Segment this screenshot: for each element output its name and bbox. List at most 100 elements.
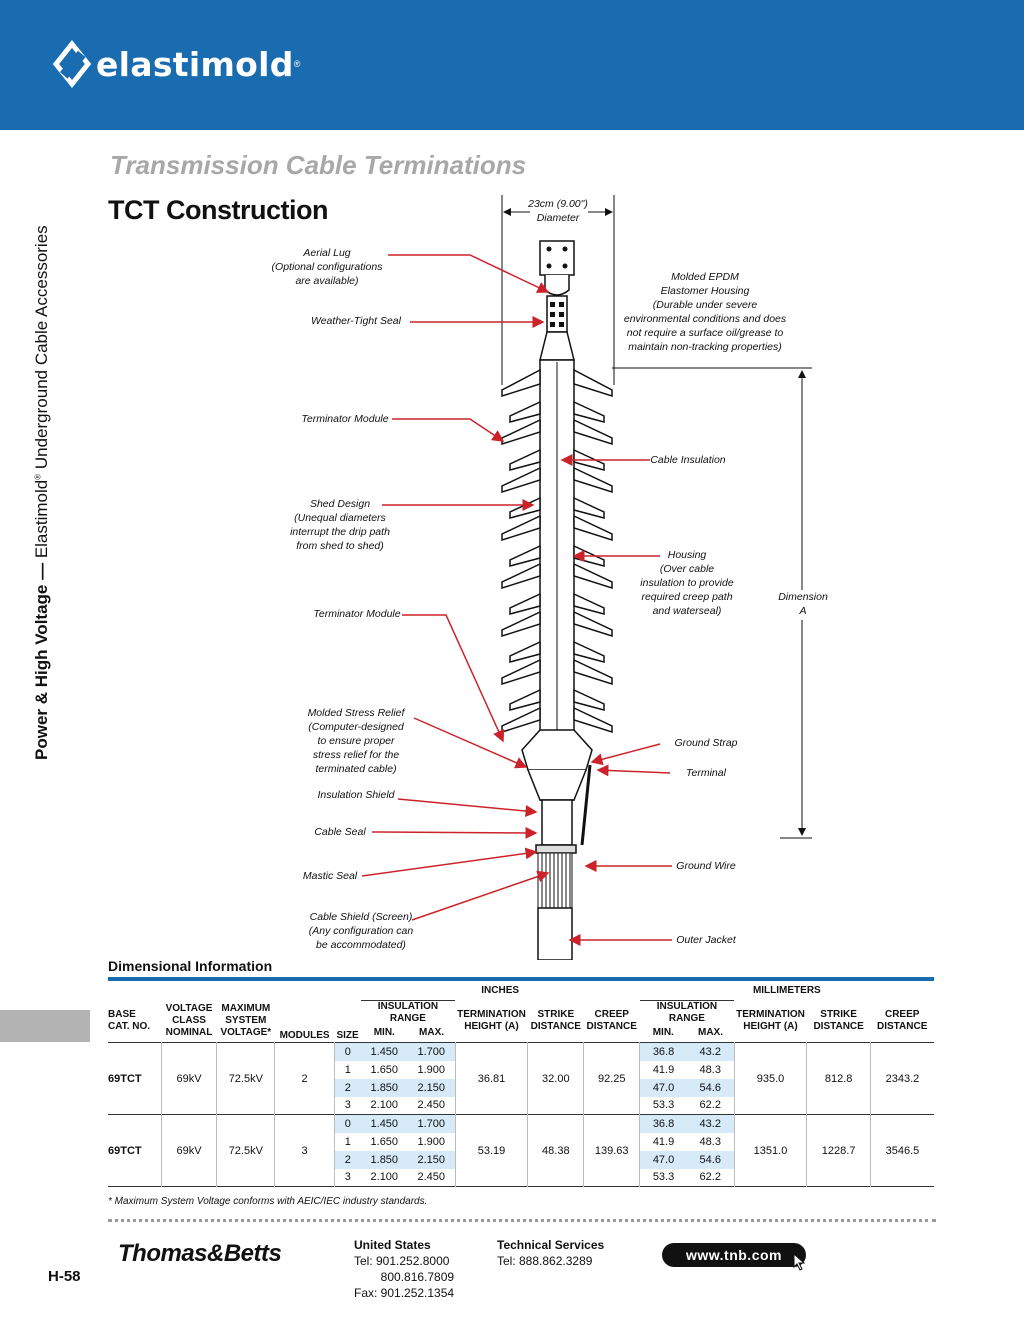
brand-reg: ®	[293, 59, 301, 69]
housing-line-2: (Over cable	[659, 563, 715, 575]
housing-epdm-line-4: environmental conditions and does	[623, 313, 787, 325]
stress-relief-line-4: stress relief for the	[312, 749, 400, 761]
tech-contact-title: Technical Services	[497, 1238, 605, 1252]
diameter-value: 23cm (9.00")	[528, 198, 588, 210]
page-number: H-58	[48, 1268, 81, 1285]
housing-epdm-line-3: (Durable under severe	[652, 299, 758, 311]
table-title: Dimensional Information	[108, 958, 273, 974]
cell-size: 3	[344, 1171, 351, 1184]
cell-mm-max: 48.3	[686, 1132, 735, 1151]
us-fax: Fax: 901.252.1354	[354, 1286, 455, 1300]
cell-mm-min: 36.8	[639, 1114, 687, 1133]
diameter-label: 23cm (9.00") Diameter	[508, 197, 608, 225]
header-min-in: MIN.	[373, 1027, 395, 1039]
cable-shield-line-3: be accommodated)	[316, 939, 406, 951]
label-mastic-seal: Mastic Seal	[302, 870, 358, 882]
cell-size: 0	[334, 1114, 361, 1133]
cell-in-min: 1.850	[360, 1078, 408, 1097]
dimension-line-2: A	[799, 605, 807, 617]
cell-mm-max: 43.2	[686, 1042, 735, 1061]
label-cable-seal: Cable Seal	[314, 826, 366, 838]
shed-stack	[501, 368, 613, 734]
label-weather-seal: Weather-Tight Seal	[311, 315, 401, 327]
us-contact-title: United States	[354, 1238, 431, 1252]
cell-in-min: 1.650	[370, 1135, 399, 1148]
cell-in-max: 1.700	[407, 1114, 456, 1133]
cell-in-max: 2.150	[407, 1150, 456, 1169]
cell-max-voltage: 72.5kV	[216, 1042, 276, 1115]
label-stress-relief: Molded Stress Relief (Computer-designed …	[296, 706, 416, 776]
cell-mm-min: 47.0	[639, 1150, 687, 1169]
aerial-lug-line-1: Aerial Lug	[303, 247, 351, 259]
shed-design-line-2: (Unequal diameters	[294, 512, 386, 524]
cell-in-max: 2.150	[407, 1078, 456, 1097]
cell-voltage: 69kV	[161, 1042, 218, 1115]
header-min-mm: MIN.	[652, 1027, 674, 1039]
cursor-icon	[793, 1253, 806, 1271]
shed-design-line-4: from shed to shed)	[296, 540, 384, 552]
label-insulation-shield: Insulation Shield	[317, 789, 395, 801]
cell-size: 2	[334, 1150, 361, 1169]
cell-cat: 69TCT	[108, 1042, 162, 1115]
section-title: Transmission Cable Terminations	[110, 150, 527, 180]
us-tel-2: 800.816.7809	[354, 1270, 455, 1284]
table-row: 69TCT 69kV 72.5kV 2 0 1.450 1.700 36.81 …	[108, 1042, 934, 1115]
cell-in-min: 1.450	[360, 1114, 408, 1133]
cell-size: 3	[344, 1099, 351, 1112]
housing-epdm-line-2: Elastomer Housing	[660, 285, 750, 297]
cell-in-min: 1.450	[360, 1042, 408, 1061]
cell-max-voltage: 72.5kV	[216, 1114, 276, 1187]
cell-in-min: 1.650	[370, 1063, 399, 1076]
label-terminal: Terminal	[686, 767, 726, 779]
label-shed-design: Shed Design (Unequal diameters interrupt…	[280, 497, 400, 553]
housing-line-4: required creep path	[641, 591, 733, 603]
brand-name: elastimold	[96, 44, 294, 84]
cell-size: 1	[344, 1063, 351, 1076]
cell-in-term: 53.19	[455, 1114, 529, 1187]
cell-in-max: 2.450	[407, 1096, 456, 1115]
cell-mm-creep: 3546.5	[885, 1144, 920, 1157]
cell-in-term: 36.81	[455, 1042, 529, 1115]
label-dimension-a: Dimension A	[772, 590, 834, 618]
us-tel: Tel: 901.252.8000	[354, 1254, 450, 1268]
cell-in-min: 1.850	[360, 1150, 408, 1169]
stress-relief-line-5: terminated cable)	[315, 763, 397, 775]
website-link[interactable]: www.tnb.com	[662, 1243, 806, 1267]
cell-mm-max: 62.2	[686, 1168, 735, 1187]
cell-mm-term: 1351.0	[734, 1114, 808, 1187]
cell-in-max: 1.900	[407, 1060, 456, 1079]
cell-in-strike: 48.38	[527, 1114, 585, 1187]
termination-drawing	[361, 195, 812, 961]
cell-mm-strike: 812.8	[806, 1042, 871, 1115]
cell-mm-min: 36.8	[639, 1042, 687, 1061]
cell-mm-min: 41.9	[652, 1063, 675, 1076]
header-max-mm: MAX.	[698, 1027, 723, 1039]
cell-in-min: 2.100	[370, 1099, 399, 1112]
housing-line-5: and waterseal)	[652, 605, 722, 617]
header-ins-range-in: INSULATION RANGE	[360, 999, 456, 1025]
elastimold-logo[interactable]: elastimold®	[52, 40, 300, 88]
tct-construction-diagram: 23cm (9.00") Diameter Aerial Lug (Option…	[0, 190, 1024, 961]
table-row: 1 1.650 1.900 41.9 48.3	[108, 1132, 934, 1151]
cell-size: 1	[344, 1135, 351, 1148]
cell-mm-creep: 2343.2	[885, 1072, 920, 1085]
table-row: 1 1.650 1.900 41.9 48.3	[108, 1060, 934, 1079]
stress-relief-line-3: to ensure proper	[317, 735, 395, 747]
header-banner: elastimold®	[0, 0, 1024, 130]
thomas-betts-logo[interactable]: Thomas&Betts	[118, 1240, 282, 1267]
cell-mm-min: 47.0	[639, 1078, 687, 1097]
table-row: 2 1.850 2.150 47.0 54.6	[108, 1150, 934, 1169]
cell-mm-term: 935.0	[734, 1042, 808, 1115]
cell-in-max: 1.900	[407, 1132, 456, 1151]
cell-in-max: 2.450	[407, 1168, 456, 1187]
housing-line-3: insulation to provide	[640, 577, 734, 589]
cell-mm-min: 41.9	[652, 1135, 675, 1148]
cell-mm-min: 53.3	[652, 1171, 675, 1184]
table-group-header: INCHES MILLIMETERS	[108, 982, 934, 1000]
table-footnote: * Maximum System Voltage conforms with A…	[108, 1196, 428, 1207]
